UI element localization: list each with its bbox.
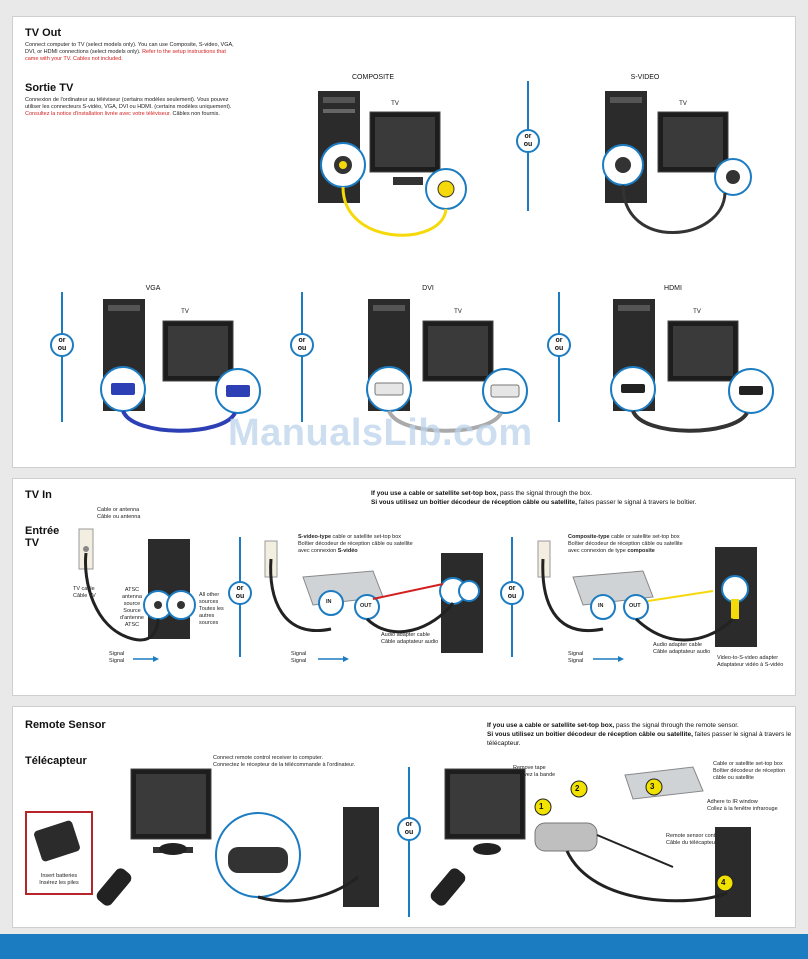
in-port-label: IN [326,599,332,605]
tv-label: TV [391,101,399,107]
step-3: 3 [650,782,655,791]
svideo-type-label: S-video-type cable or satellite set-top … [298,534,413,554]
separator-line [558,292,560,422]
composite-diagram [318,91,467,237]
watermark: ManualsLib.com [228,412,533,454]
separator-line [301,292,303,422]
svideo-diagram [602,91,752,234]
tv-label: TV [181,309,189,315]
tv-in-settop-note: If you use a cable or satellite set-top … [371,490,697,506]
in-port-label: IN [598,603,604,609]
separator-line [61,292,63,422]
remote-title: Remote Sensor [25,719,106,731]
footer-bar [0,934,808,959]
tv-label: TV [693,309,701,315]
out-port-label: OUT [360,603,372,609]
vga-diagram [100,299,261,433]
remote-sensor-panel: Remote Sensor Télécapteur Connect remote… [12,706,796,928]
remote-connect-note: Connect remote control receiver to compu… [213,755,356,768]
step-4: 4 [721,878,726,887]
remote-illustrations [34,766,751,917]
label-vga: VGA [145,285,161,292]
tv-label: TV [679,101,687,107]
tv-out-title-fr: Sortie TV [25,82,74,94]
tv-out-desc-fr: Connexion de l'ordinateur au téléviseur … [25,97,232,117]
step-1: 1 [539,802,544,811]
step-2: 2 [575,784,580,793]
remote-title-fr: Télécapteur [25,755,87,767]
tv-in-panel: TV In Entrée TV If you use a cable or sa… [12,478,796,696]
tv-label: TV [454,309,462,315]
remote-settop-note: If you use a cable or satellite set-top … [487,722,792,747]
label-svideo: S-VIDEO [630,74,660,81]
tv-out-desc: Connect computer to TV (select models on… [25,42,234,62]
tv-out-illustrations [100,91,774,433]
out-port-label: OUT [629,603,641,609]
label-dvi: DVI [422,285,434,292]
tv-in-title-fr: Entrée TV [25,525,60,549]
label-composite: COMPOSITE [351,74,394,81]
separator-line [408,767,410,917]
tv-in-title: TV In [25,489,52,501]
dvi-diagram [366,299,528,433]
label-hdmi: HDMI [664,285,682,292]
tv-out-title: TV Out [25,27,62,39]
tv-out-panel: TV Out Connect computer to TV (select mo… [12,16,796,468]
hdmi-diagram [610,299,774,433]
composite-type-label: Composite-type cable or satellite set-to… [568,534,683,554]
tv-in-illustrations [78,528,757,662]
